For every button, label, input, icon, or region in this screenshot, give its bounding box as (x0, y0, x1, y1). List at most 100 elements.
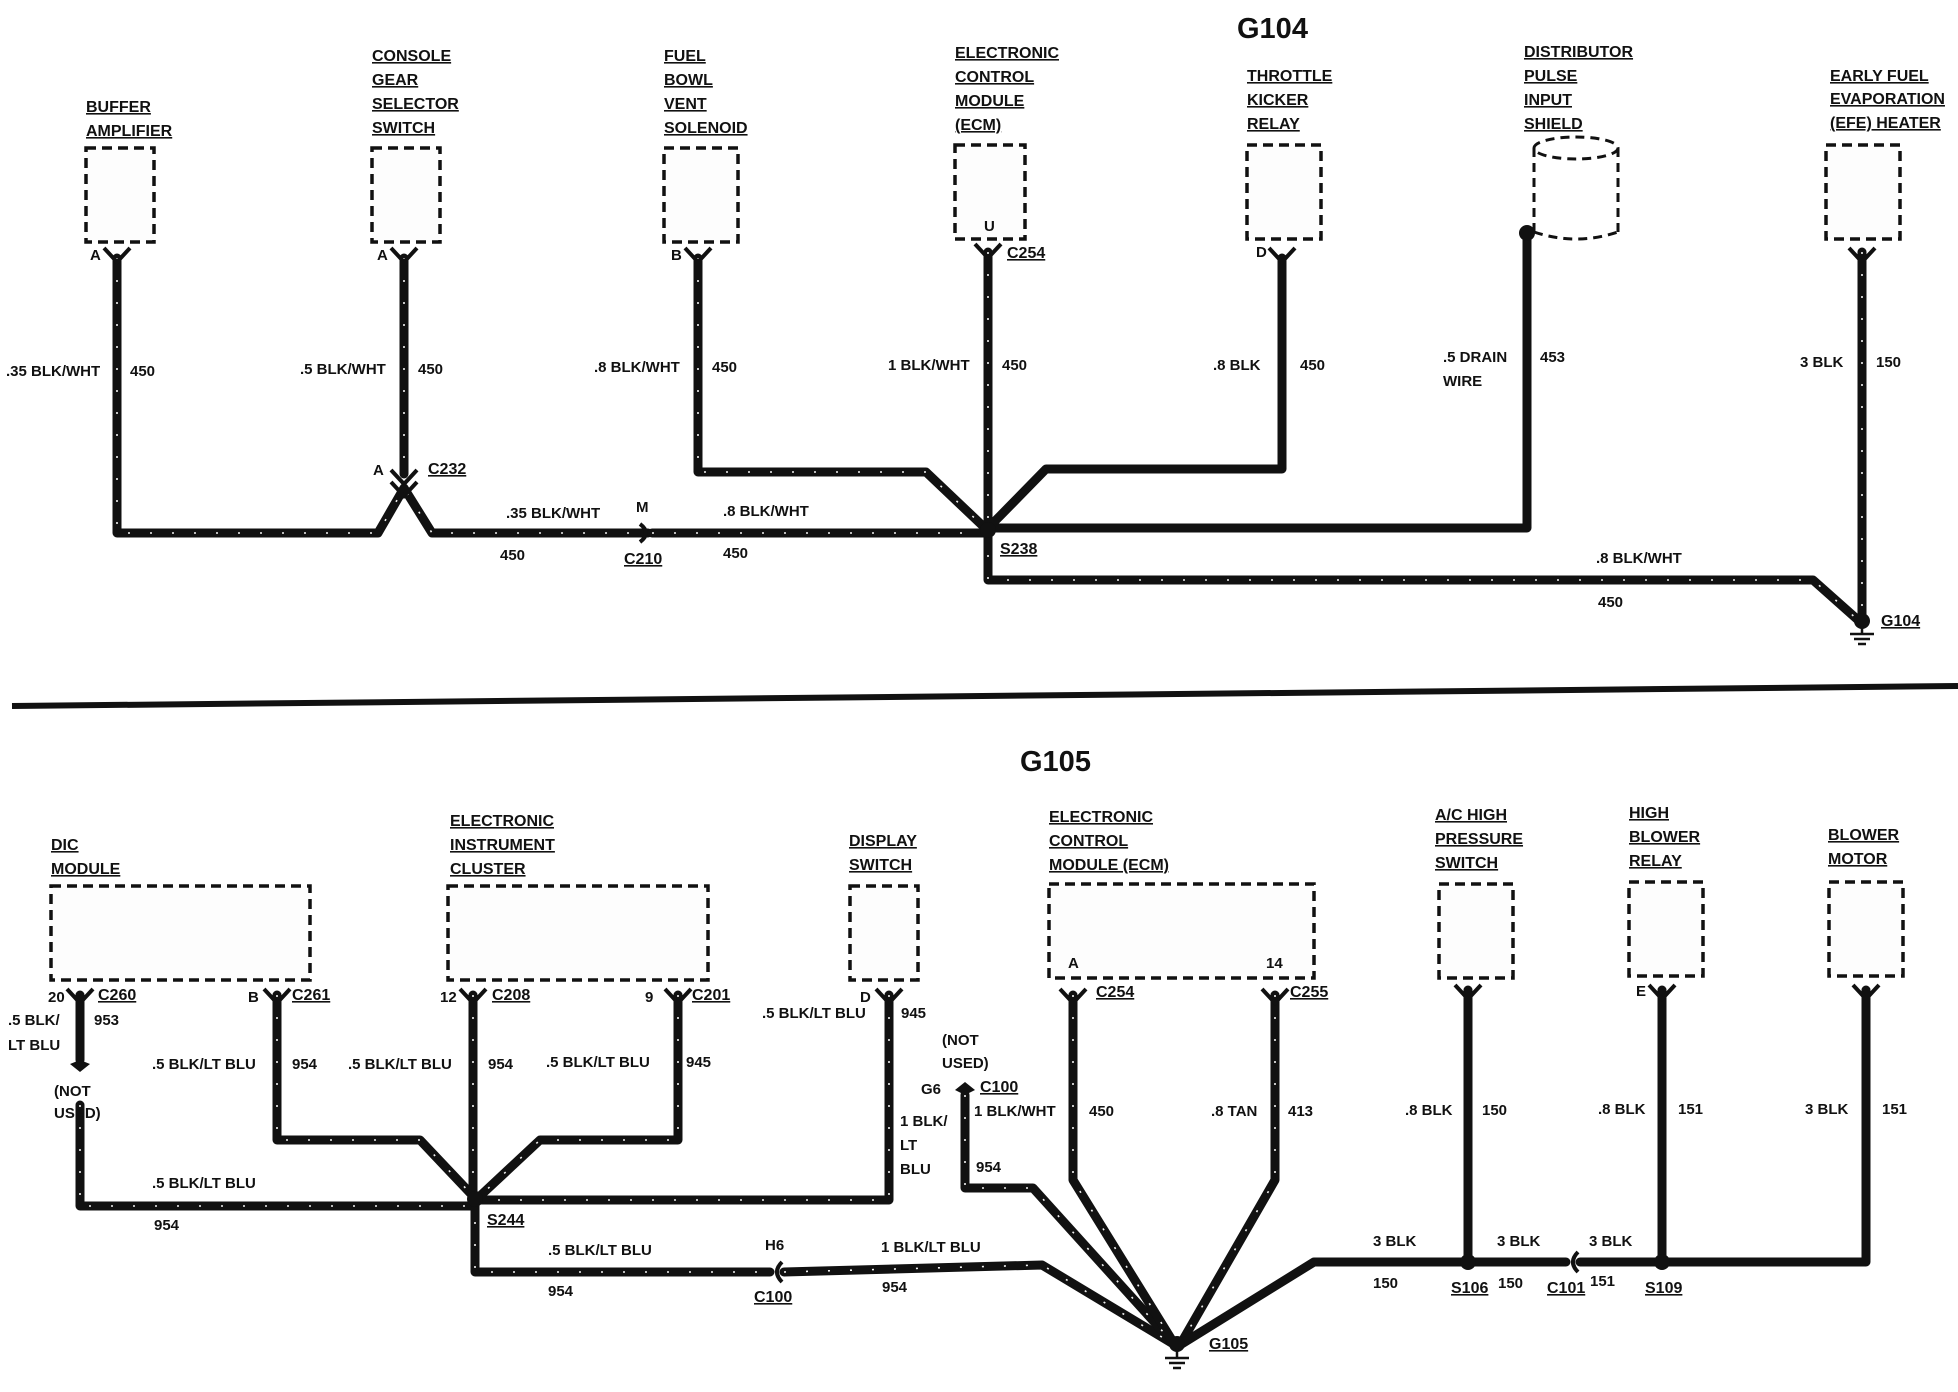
svg-text:MODULE (ECM): MODULE (ECM) (1049, 857, 1169, 874)
g104-wires (112, 231, 1867, 625)
svg-text:954: 954 (976, 1159, 1002, 1176)
svg-text:450: 450 (712, 359, 737, 376)
svg-text:.8 BLK/WHT: .8 BLK/WHT (594, 359, 680, 376)
svg-text:SHIELD: SHIELD (1524, 116, 1583, 133)
svg-text:.8 TAN: .8 TAN (1211, 1103, 1257, 1120)
svg-text:C255: C255 (1290, 984, 1328, 1001)
g104-ground-icon (1850, 624, 1874, 646)
svg-text:CLUSTER: CLUSTER (450, 861, 526, 878)
svg-text:CONTROL: CONTROL (1049, 833, 1128, 850)
g105-connector-ids: C260 C261 C208 C201 C254 C255 C100 C100 … (98, 984, 1682, 1353)
svg-text:E: E (1636, 983, 1646, 1000)
svg-text:C261: C261 (292, 987, 330, 1004)
svg-text:BLOWER: BLOWER (1629, 829, 1701, 846)
svg-text:.5 BLK/LT BLU: .5 BLK/LT BLU (548, 1242, 652, 1259)
ac-switch-box (1437, 882, 1515, 980)
throttle-kicker-relay-label: THROTTLE KICKER RELAY (1247, 68, 1333, 133)
svg-text:DISTRIBUTOR: DISTRIBUTOR (1524, 44, 1633, 61)
svg-text:(NOT: (NOT (54, 1083, 91, 1100)
svg-text:953: 953 (94, 1012, 119, 1029)
blower-motor-box (1827, 880, 1905, 978)
svg-text:G104: G104 (1881, 613, 1920, 630)
svg-text:PRESSURE: PRESSURE (1435, 831, 1523, 848)
g104-title: G104 (1237, 13, 1308, 45)
g104-connector-glyphs (102, 225, 1877, 629)
fuel-bowl-box (662, 146, 740, 244)
svg-text:954: 954 (488, 1056, 514, 1073)
svg-text:954: 954 (548, 1283, 574, 1300)
svg-text:150: 150 (1373, 1275, 1398, 1292)
svg-text:USED): USED) (54, 1105, 101, 1122)
svg-text:3 BLK: 3 BLK (1805, 1101, 1849, 1118)
svg-text:20: 20 (48, 989, 65, 1006)
svg-text:G105: G105 (1209, 1336, 1248, 1353)
g104-connector-ids: C254 C232 C210 S238 G104 (428, 245, 1920, 630)
svg-text:450: 450 (418, 361, 443, 378)
svg-text:ELECTRONIC: ELECTRONIC (1049, 809, 1153, 826)
svg-text:150: 150 (1482, 1102, 1507, 1119)
svg-text:ELECTRONIC: ELECTRONIC (955, 45, 1059, 62)
svg-text:GEAR: GEAR (372, 72, 419, 89)
section-divider (11, 683, 1958, 709)
svg-text:.35 BLK/WHT: .35 BLK/WHT (6, 363, 100, 380)
svg-text:3 BLK: 3 BLK (1497, 1233, 1541, 1250)
svg-text:3 BLK: 3 BLK (1800, 354, 1844, 371)
svg-text:H6: H6 (765, 1237, 784, 1254)
svg-text:EARLY FUEL: EARLY FUEL (1830, 68, 1929, 85)
svg-text:RELAY: RELAY (1247, 116, 1300, 133)
svg-text:A: A (1068, 955, 1079, 972)
svg-text:FUEL: FUEL (664, 48, 706, 65)
svg-text:B: B (248, 989, 259, 1006)
svg-text:954: 954 (292, 1056, 318, 1073)
svg-text:C100: C100 (980, 1079, 1018, 1096)
dic-module-box (49, 884, 312, 982)
svg-text:A: A (373, 462, 384, 479)
ecm-bottom-box (1047, 882, 1316, 980)
g104-pin-labels: A A B U D A M (90, 218, 1267, 516)
svg-text:(ECM): (ECM) (955, 117, 1001, 134)
svg-text:954: 954 (154, 1217, 180, 1234)
svg-text:G6: G6 (921, 1081, 941, 1098)
svg-text:C210: C210 (624, 551, 662, 568)
svg-text:BOWL: BOWL (664, 72, 713, 89)
high-blower-relay-box (1627, 880, 1705, 978)
svg-text:.8 BLK: .8 BLK (1405, 1102, 1453, 1119)
g105-connector-glyphs (65, 983, 1881, 1352)
svg-text:MOTOR: MOTOR (1828, 851, 1888, 868)
g105-title: G105 (1020, 746, 1091, 778)
svg-text:1 BLK/WHT: 1 BLK/WHT (974, 1103, 1056, 1120)
svg-text:450: 450 (1300, 357, 1325, 374)
svg-text:413: 413 (1288, 1103, 1313, 1120)
svg-text:SWITCH: SWITCH (1435, 855, 1498, 872)
svg-text:U: U (984, 218, 995, 235)
svg-text:.8 BLK/WHT: .8 BLK/WHT (1596, 550, 1682, 567)
svg-text:C254: C254 (1096, 984, 1134, 1001)
svg-text:S106: S106 (1451, 1280, 1488, 1297)
display-switch-box (848, 884, 920, 982)
svg-text:B: B (671, 247, 682, 264)
svg-text:S109: S109 (1645, 1280, 1682, 1297)
svg-text:USED): USED) (942, 1055, 989, 1072)
svg-text:(EFE) HEATER: (EFE) HEATER (1830, 115, 1941, 132)
svg-text:.8 BLK: .8 BLK (1598, 1101, 1646, 1118)
svg-text:A/C HIGH: A/C HIGH (1435, 807, 1507, 824)
ecm-bottom-label: ELECTRONIC CONTROL MODULE (ECM) (1049, 809, 1169, 874)
not-used-top: (NOT USED) (942, 1032, 989, 1072)
console-switch-box (370, 146, 442, 244)
svg-text:BLU: BLU (900, 1161, 931, 1178)
svg-text:KICKER: KICKER (1247, 92, 1309, 109)
svg-text:12: 12 (440, 989, 457, 1006)
svg-text:3 BLK: 3 BLK (1373, 1233, 1417, 1250)
buffer-amplifier-label: BUFFER AMPLIFIER (86, 99, 173, 140)
svg-text:1 BLK/LT BLU: 1 BLK/LT BLU (881, 1239, 981, 1256)
svg-text:151: 151 (1590, 1273, 1615, 1290)
console-gear-selector-label: CONSOLE GEAR SELECTOR SWITCH (372, 48, 459, 137)
svg-text:M: M (636, 499, 649, 516)
instrument-cluster-label: ELECTRONIC INSTRUMENT CLUSTER (450, 813, 555, 878)
efe-heater-box (1824, 143, 1902, 241)
svg-text:LT BLU: LT BLU (8, 1037, 60, 1054)
svg-text:EVAPORATION: EVAPORATION (1830, 91, 1945, 108)
svg-text:.5 BLK/LT BLU: .5 BLK/LT BLU (152, 1175, 256, 1192)
svg-text:MODULE: MODULE (51, 861, 121, 878)
